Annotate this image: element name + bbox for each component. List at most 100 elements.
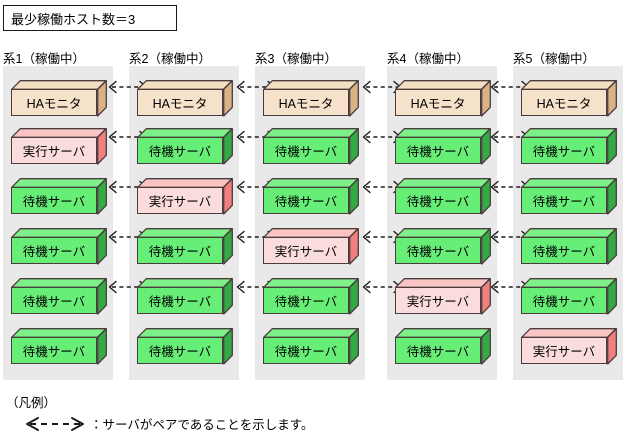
- box-top-face: [521, 228, 617, 238]
- box-top-face: [137, 278, 233, 288]
- box-top-face: [395, 128, 491, 138]
- column-panel: [387, 66, 497, 380]
- standby-server-box-1-4[interactable]: 待機サーバ: [11, 278, 107, 315]
- box-side-face: [223, 328, 233, 365]
- box-side-face: [349, 178, 359, 215]
- box-side-face: [349, 328, 359, 365]
- box-side-face: [349, 128, 359, 165]
- box-top-face: [11, 178, 107, 188]
- active-server-box-5-5[interactable]: 実行サーバ: [521, 328, 617, 365]
- standby-server-box-5-2[interactable]: 待機サーバ: [521, 178, 617, 215]
- box-top-face: [137, 178, 233, 188]
- box-label: 待機サーバ: [11, 187, 97, 214]
- standby-server-box-2-1[interactable]: 待機サーバ: [137, 128, 233, 165]
- box-top-face: [395, 278, 491, 288]
- standby-server-box-4-2[interactable]: 待機サーバ: [395, 178, 491, 215]
- box-label: 実行サーバ: [137, 187, 223, 214]
- standby-server-box-5-1[interactable]: 待機サーバ: [521, 128, 617, 165]
- box-side-face: [481, 178, 491, 215]
- standby-server-box-4-5[interactable]: 待機サーバ: [395, 328, 491, 365]
- box-top-face: [521, 328, 617, 338]
- box-side-face: [607, 178, 617, 215]
- box-side-face: [607, 328, 617, 365]
- box-label: 待機サーバ: [263, 287, 349, 314]
- standby-server-box-3-4[interactable]: 待機サーバ: [263, 278, 359, 315]
- box-top-face: [11, 128, 107, 138]
- box-label: 待機サーバ: [263, 187, 349, 214]
- box-label: 待機サーバ: [11, 287, 97, 314]
- box-side-face: [481, 128, 491, 165]
- box-label: 実行サーバ: [521, 337, 607, 364]
- box-label: 待機サーバ: [521, 287, 607, 314]
- box-top-face: [263, 128, 359, 138]
- box-top-face: [263, 80, 359, 90]
- box-label: 待機サーバ: [395, 137, 481, 164]
- box-label: 実行サーバ: [263, 237, 349, 264]
- active-server-box-2-2[interactable]: 実行サーバ: [137, 178, 233, 215]
- box-label: 待機サーバ: [521, 137, 607, 164]
- standby-server-box-3-2[interactable]: 待機サーバ: [263, 178, 359, 215]
- box-label: HAモニタ: [521, 89, 607, 116]
- box-top-face: [521, 278, 617, 288]
- ha-monitor-box-5[interactable]: HAモニタ: [521, 80, 617, 117]
- box-label: 待機サーバ: [11, 237, 97, 264]
- column-panel: [129, 66, 239, 380]
- box-label: 待機サーバ: [395, 237, 481, 264]
- ha-monitor-box-2[interactable]: HAモニタ: [137, 80, 233, 117]
- column-panel: [255, 66, 365, 380]
- box-side-face: [607, 128, 617, 165]
- box-top-face: [137, 128, 233, 138]
- box-top-face: [395, 328, 491, 338]
- box-top-face: [395, 80, 491, 90]
- box-top-face: [263, 328, 359, 338]
- box-label: 待機サーバ: [137, 137, 223, 164]
- legend-description: ：サーバがペアであることを示します。: [90, 418, 314, 432]
- ha-monitor-box-4[interactable]: HAモニタ: [395, 80, 491, 117]
- box-top-face: [11, 328, 107, 338]
- box-side-face: [97, 278, 107, 315]
- box-top-face: [521, 80, 617, 90]
- box-label: 待機サーバ: [137, 287, 223, 314]
- box-label: 実行サーバ: [11, 137, 97, 164]
- legend-title: （凡例）: [6, 396, 57, 410]
- standby-server-box-5-3[interactable]: 待機サーバ: [521, 228, 617, 265]
- legend: （凡例） ：サーバがペアであることを示します。: [6, 392, 426, 433]
- standby-server-box-5-4[interactable]: 待機サーバ: [521, 278, 617, 315]
- active-server-box-1-1[interactable]: 実行サーバ: [11, 128, 107, 165]
- box-side-face: [349, 80, 359, 117]
- column-panel: [3, 66, 113, 380]
- box-label: 待機サーバ: [521, 187, 607, 214]
- box-top-face: [137, 80, 233, 90]
- standby-server-box-2-4[interactable]: 待機サーバ: [137, 278, 233, 315]
- standby-server-box-1-2[interactable]: 待機サーバ: [11, 178, 107, 215]
- box-top-face: [11, 80, 107, 90]
- box-label: 待機サーバ: [521, 237, 607, 264]
- standby-server-box-2-5[interactable]: 待機サーバ: [137, 328, 233, 365]
- box-label: HAモニタ: [395, 89, 481, 116]
- box-top-face: [521, 128, 617, 138]
- standby-server-box-1-3[interactable]: 待機サーバ: [11, 228, 107, 265]
- box-top-face: [137, 328, 233, 338]
- active-server-box-4-4[interactable]: 実行サーバ: [395, 278, 491, 315]
- standby-server-box-3-1[interactable]: 待機サーバ: [263, 128, 359, 165]
- column-header-4: 系4（稼働中）: [387, 52, 469, 66]
- active-server-box-3-3[interactable]: 実行サーバ: [263, 228, 359, 265]
- box-side-face: [223, 178, 233, 215]
- box-side-face: [607, 80, 617, 117]
- standby-server-box-3-5[interactable]: 待機サーバ: [263, 328, 359, 365]
- standby-server-box-2-3[interactable]: 待機サーバ: [137, 228, 233, 265]
- box-top-face: [11, 228, 107, 238]
- box-top-face: [263, 228, 359, 238]
- column-header-5: 系5（稼働中）: [513, 52, 595, 66]
- standby-server-box-4-3[interactable]: 待機サーバ: [395, 228, 491, 265]
- box-side-face: [223, 128, 233, 165]
- box-side-face: [97, 228, 107, 265]
- standby-server-box-1-5[interactable]: 待機サーバ: [11, 328, 107, 365]
- standby-server-box-4-1[interactable]: 待機サーバ: [395, 128, 491, 165]
- box-label: 待機サーバ: [263, 337, 349, 364]
- ha-monitor-box-1[interactable]: HAモニタ: [11, 80, 107, 117]
- box-label: 実行サーバ: [395, 287, 481, 314]
- column-header-1: 系1（稼働中）: [3, 52, 85, 66]
- ha-monitor-box-3[interactable]: HAモニタ: [263, 80, 359, 117]
- box-label: HAモニタ: [11, 89, 97, 116]
